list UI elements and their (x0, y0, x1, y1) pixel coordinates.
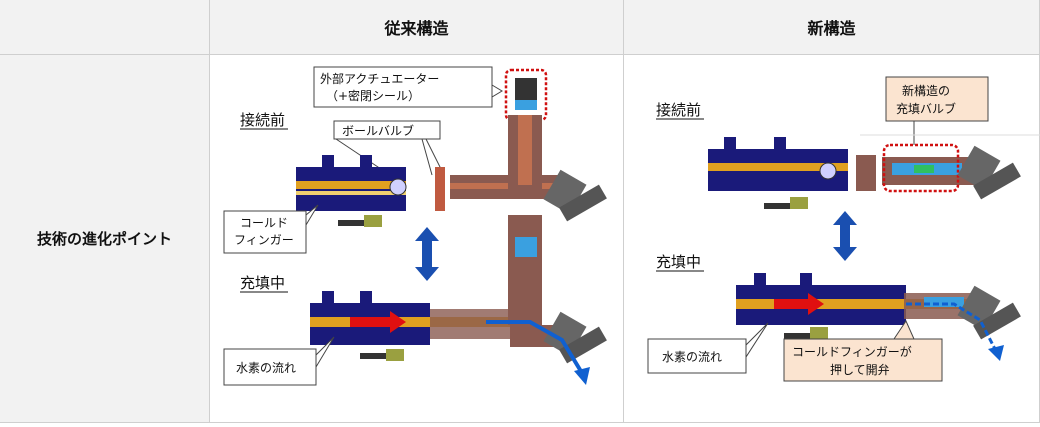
row-header-cell: 技術の進化ポイント (0, 55, 210, 423)
old-transition-arrow (415, 227, 439, 281)
new-h2-flow-callout: 水素の流れ (647, 322, 769, 374)
new-valve-label-line1: 新構造の (902, 83, 950, 98)
new-structure-cell: 接続前 充填中 新構造の 充填バルブ (624, 55, 1040, 423)
cold-finger-label-line2: フィンガー (234, 233, 294, 247)
new-valve-label-line2: 充填バルブ (896, 101, 956, 116)
header-new-label: 新構造 (807, 19, 856, 38)
new-before-label: 接続前 (656, 101, 701, 119)
new-push-label-line2: 押して開弁 (830, 362, 890, 377)
new-transition-arrow (833, 211, 857, 261)
old-receptacle-before (435, 115, 607, 222)
old-h2-flow-callout: 水素の流れ (223, 336, 335, 386)
new-flow-arrow-red (774, 293, 824, 315)
new-h2-flow-label: 水素の流れ (662, 350, 722, 364)
header-old-structure: 従来構造 (210, 0, 624, 55)
old-h2-flow-label: 水素の流れ (236, 361, 296, 375)
old-nozzle-before (296, 155, 407, 227)
new-during-label: 充填中 (656, 253, 701, 271)
new-valve-highlight-box (882, 143, 960, 193)
old-flow-arrow-red (350, 311, 406, 333)
new-push-label-line1: コールドフィンガーが (792, 344, 912, 359)
old-during-label: 充填中 (240, 274, 285, 292)
new-push-open-callout: コールドフィンガーが 押して開弁 (783, 319, 943, 382)
new-structure-diagram: 接続前 充填中 新構造の 充填バルブ (647, 76, 1040, 382)
old-flow-path-blue (486, 320, 584, 375)
row-header-label: 技術の進化ポイント (36, 230, 172, 248)
cold-finger-callout: コールド フィンガー (223, 204, 319, 254)
ball-valve-label: ボールバルブ (342, 123, 414, 138)
actuator-label-line2: （+密閉シール） (326, 88, 420, 103)
old-before-label: 接続前 (240, 111, 285, 129)
header-new-structure: 新構造 (624, 0, 1040, 55)
old-nozzle-during (310, 215, 607, 364)
actuator-callout: 外部アクチュエーター （+密閉シール） (313, 66, 503, 108)
new-nozzle-during (736, 273, 1021, 340)
old-structure-cell: 接続前 充填中 外部アクチュエーター （+密閉シール） ボールバルブ (210, 55, 624, 423)
old-structure-diagram: 接続前 充填中 外部アクチュエーター （+密閉シール） ボールバルブ (223, 66, 607, 386)
new-nozzle-before (708, 137, 848, 209)
new-flow-path-blue (906, 302, 998, 352)
ball-valve-callout: ボールバルブ (333, 120, 445, 176)
actuator-icon (515, 78, 537, 100)
header-old-label: 従来構造 (384, 19, 449, 38)
new-receptacle-before (856, 143, 1021, 200)
actuator-label-line1: 外部アクチュエーター (320, 71, 439, 86)
cold-finger-label-line1: コールド (240, 216, 288, 230)
header-blank-cell (0, 0, 210, 55)
new-valve-callout: 新構造の 充填バルブ (885, 76, 989, 145)
